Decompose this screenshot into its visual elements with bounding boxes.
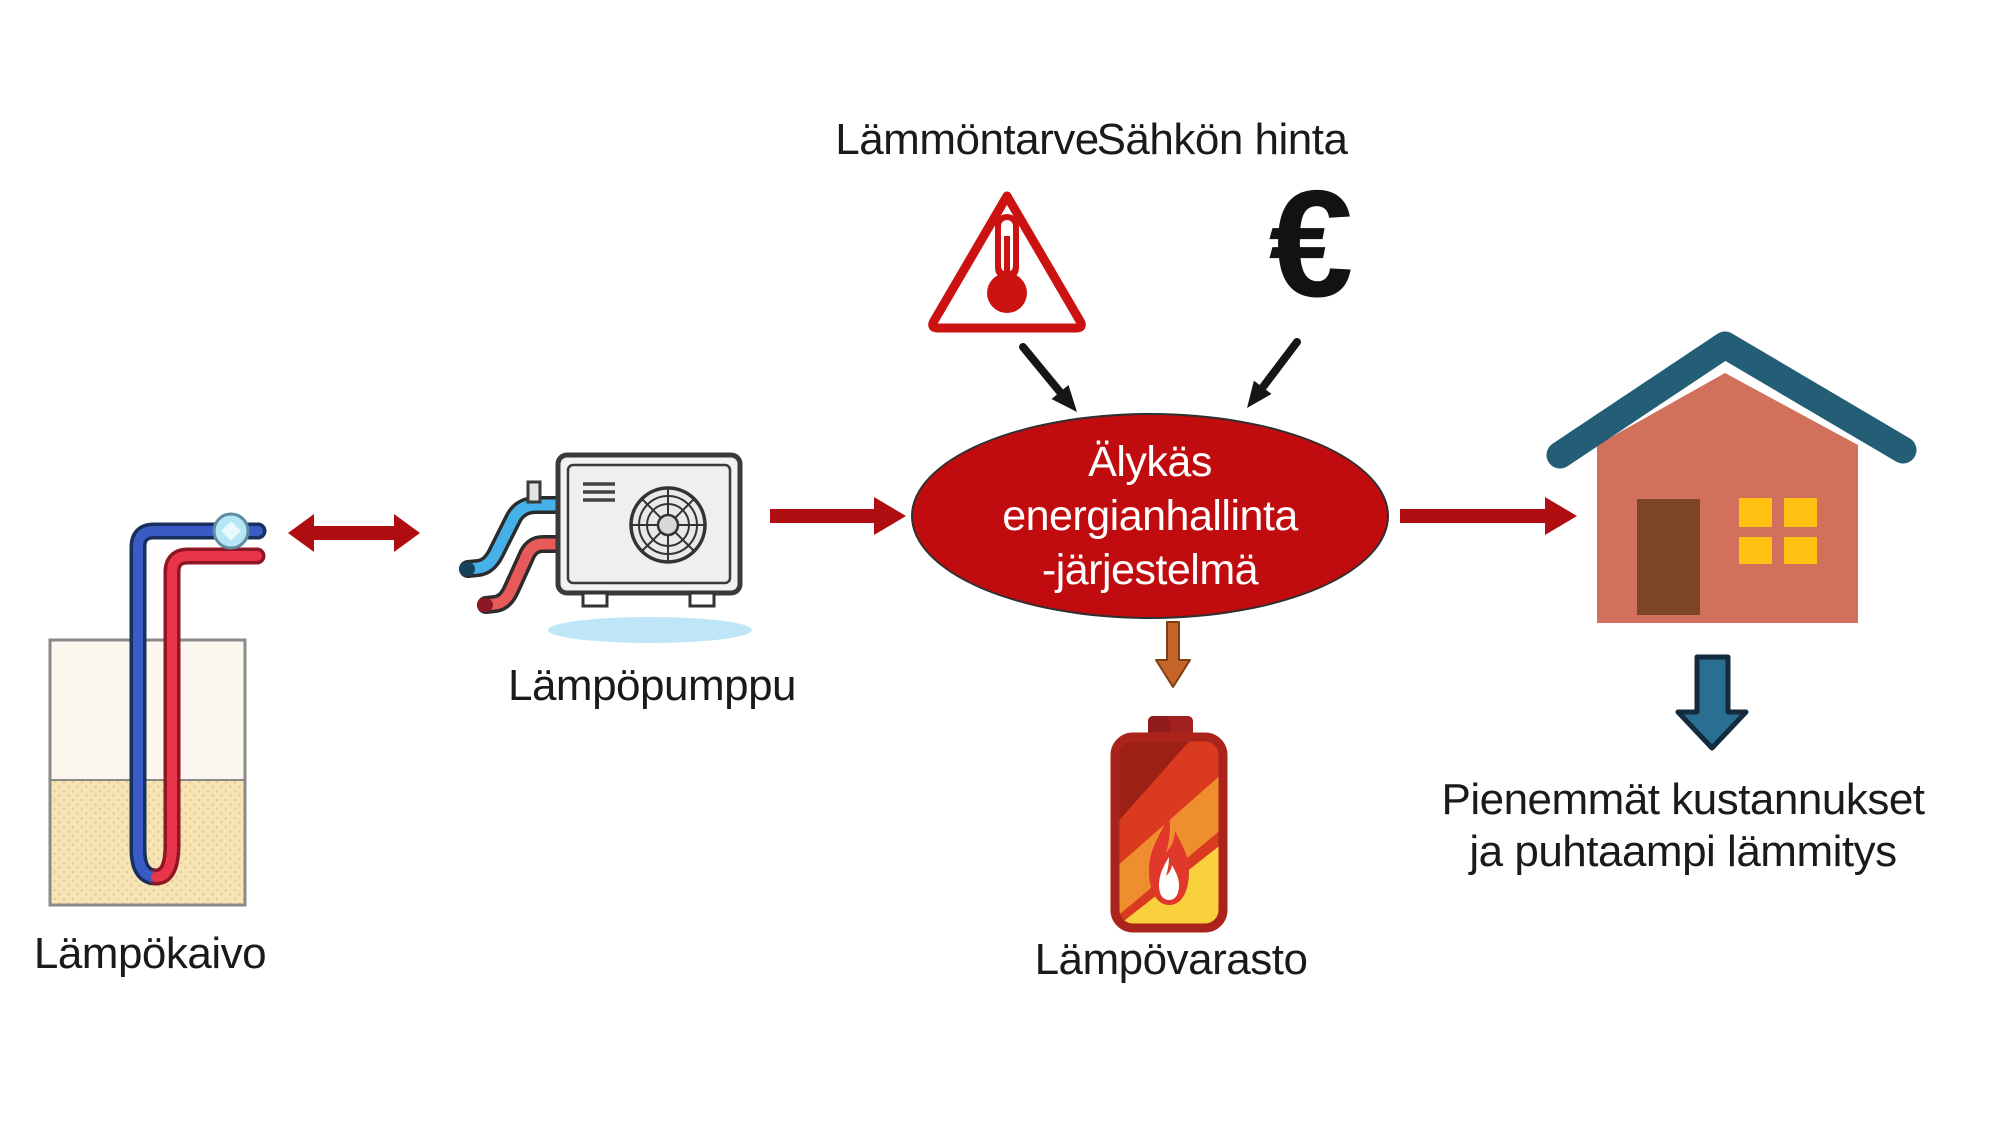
arrow-price-system bbox=[1247, 338, 1301, 408]
smart-energy-system-node: Älykäs energianhallinta -järjestelmä bbox=[911, 413, 1389, 619]
arrow-well-pump bbox=[288, 514, 420, 552]
system-line-2: energianhallinta bbox=[1002, 492, 1298, 540]
arrow-demand-system bbox=[1019, 343, 1077, 412]
system-line-3: -järjestelmä bbox=[1041, 546, 1259, 594]
battery-flames bbox=[1115, 737, 1223, 928]
system-line-1: Älykäs bbox=[1088, 438, 1212, 486]
euro-icon: € bbox=[1268, 159, 1354, 329]
house-door bbox=[1637, 499, 1700, 615]
heat-demand-label: Lämmöntarve bbox=[835, 115, 1099, 164]
arrow-house-outcome bbox=[1675, 654, 1749, 751]
battery-outline bbox=[1110, 732, 1228, 933]
heat-demand-warning-icon bbox=[928, 191, 1086, 333]
house-window bbox=[1739, 498, 1817, 564]
fan-icon bbox=[629, 486, 707, 564]
house-roof bbox=[1546, 331, 1917, 469]
arrow-system-house bbox=[1400, 497, 1577, 535]
heat-pump-illustration bbox=[459, 452, 752, 643]
well-outline bbox=[48, 638, 247, 907]
heat-storage-label: Lämpövarasto bbox=[1034, 935, 1308, 984]
vent-lines bbox=[583, 482, 615, 502]
house-illustration bbox=[1546, 331, 1917, 623]
outcome-line-1: Pienemmät kustannukset bbox=[1441, 775, 1925, 824]
outcome-line-2: ja puhtaampi lämmitys bbox=[1469, 827, 1897, 876]
heat-well-label: Lämpökaivo bbox=[33, 929, 267, 978]
unit-foot-right bbox=[688, 591, 716, 608]
well-upper-ground bbox=[50, 640, 245, 780]
pipe-fitting bbox=[526, 480, 542, 504]
heat-pump-unit bbox=[555, 452, 743, 608]
well-pipes bbox=[129, 522, 267, 886]
arrow-pump-system bbox=[770, 497, 906, 535]
outcome-text: Pienemmät kustannukset ja puhtaampi lämm… bbox=[1441, 774, 1925, 878]
well-pump-icon bbox=[212, 512, 250, 550]
heat-pump-shadow bbox=[548, 617, 752, 643]
unit-foot-left bbox=[581, 591, 609, 608]
arrow-system-storage bbox=[1155, 621, 1191, 688]
heat-pump-label: Lämpöpumppu bbox=[507, 661, 797, 710]
heat-well-illustration bbox=[48, 512, 267, 907]
heat-storage-illustration bbox=[1110, 716, 1228, 933]
electricity-price-label: Sähkön hinta bbox=[1096, 115, 1348, 164]
heat-pump-pipes bbox=[459, 496, 571, 614]
thermometer-glyph bbox=[987, 214, 1027, 313]
